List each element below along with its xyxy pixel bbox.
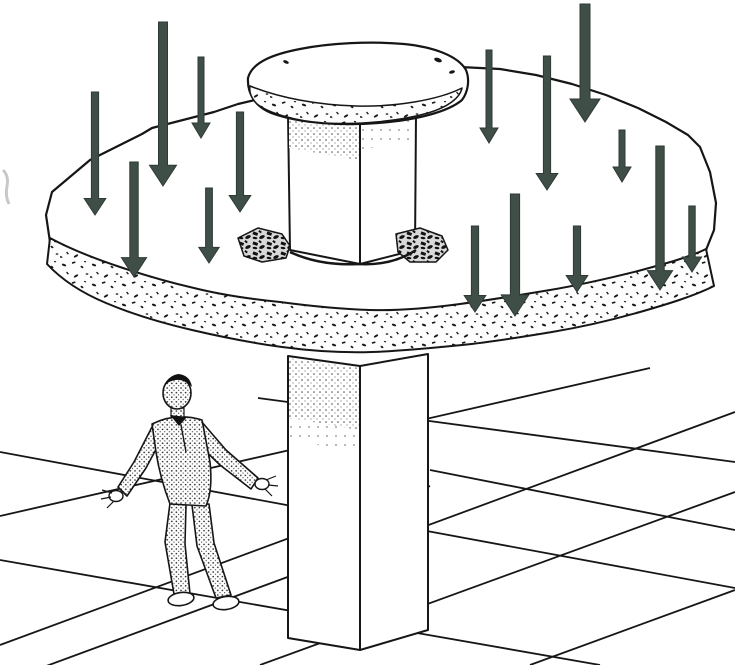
slab-torn-edge-band xyxy=(46,237,715,354)
cap-torn-front-edge xyxy=(249,85,463,125)
load-arrow-15 xyxy=(463,225,487,313)
person-hair xyxy=(163,374,192,388)
load-arrow-10 xyxy=(612,129,632,183)
person-zipper-line xyxy=(180,424,187,453)
person-collar xyxy=(170,415,187,426)
person-left-fingers xyxy=(100,489,115,509)
person-right-hand xyxy=(254,477,270,491)
lower-column-side-face xyxy=(359,353,429,651)
load-arrows xyxy=(83,3,703,317)
load-arrow-6 xyxy=(197,187,221,264)
load-arrow-11 xyxy=(646,145,674,291)
hole-rubble-left xyxy=(237,227,291,263)
cap-surface-mark xyxy=(283,60,289,64)
lower-column xyxy=(287,353,429,651)
upper-column-shading xyxy=(289,116,359,160)
load-arrow-8 xyxy=(479,49,499,144)
load-arrow-14 xyxy=(565,225,589,293)
person-right-fingers xyxy=(264,475,279,497)
person-right-shoe xyxy=(212,595,240,611)
person-figure xyxy=(100,374,279,611)
load-arrow-12 xyxy=(681,205,703,273)
person-left-leg xyxy=(164,502,191,595)
load-arrow-2 xyxy=(191,56,211,139)
column-top-cap xyxy=(246,41,470,126)
lower-column-shading-fade xyxy=(289,418,359,452)
upper-column-side-shading xyxy=(361,116,414,150)
load-arrow-4 xyxy=(228,111,252,213)
load-arrow-13 xyxy=(500,193,530,317)
load-arrow-3 xyxy=(83,91,107,216)
scan-artifact-mark xyxy=(1,168,11,205)
floor-line-4 xyxy=(529,589,735,665)
load-arrow-9 xyxy=(535,55,559,191)
floor-line-8 xyxy=(429,469,735,531)
person-left-shoe xyxy=(167,591,195,607)
load-arrow-1 xyxy=(148,21,178,187)
load-arrow-5 xyxy=(120,161,148,278)
hole-front-rim xyxy=(289,248,417,266)
slab-punching-hole xyxy=(237,227,449,266)
cap-surface-mark xyxy=(434,57,442,63)
person-left-hand xyxy=(108,489,124,503)
lower-column-shading xyxy=(289,358,359,430)
cap-surface-mark xyxy=(449,70,455,74)
upper-column xyxy=(287,113,417,265)
load-arrow-7 xyxy=(569,3,601,123)
person-right-leg xyxy=(191,503,232,599)
